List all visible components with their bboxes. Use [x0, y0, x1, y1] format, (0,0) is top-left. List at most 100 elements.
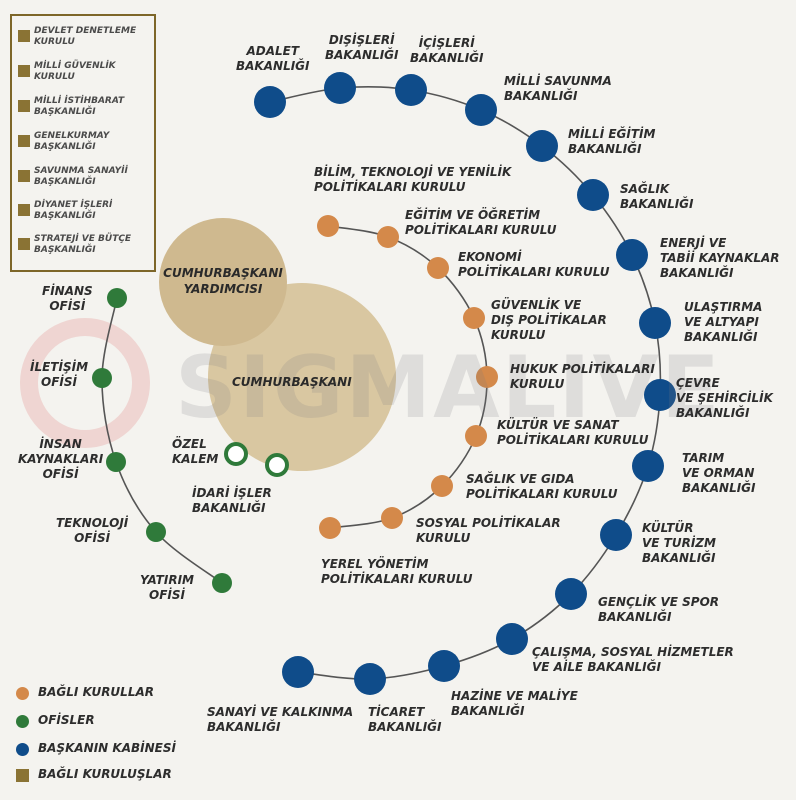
ministry-node: [465, 94, 497, 126]
institution-square: [18, 100, 30, 112]
legend-label: BAĞLI KURULLAR: [38, 685, 154, 699]
office-node: [146, 522, 166, 542]
vice-president-circle: [159, 218, 287, 346]
institution-label: MİLLİ İSTİHBARAT BAŞKANLIĞI: [34, 96, 125, 117]
office-node: [106, 452, 126, 472]
ministry-node: [428, 650, 460, 682]
ministry-label: MİLLİ EĞİTİM BAKANLIĞI: [568, 127, 656, 156]
institution-square: [18, 30, 30, 42]
legend-ministry-dot: [16, 743, 29, 756]
council-node: [463, 307, 485, 329]
council-label: YEREL YÖNETİM POLİTİKALARI KURULU: [321, 557, 473, 586]
ministry-node: [555, 578, 587, 610]
council-node: [427, 257, 449, 279]
council-label: SOSYAL POLİTİKALAR KURULU: [416, 516, 561, 545]
institution-label: SAVUNMA SANAYİİ BAŞKANLIĞI: [34, 166, 128, 187]
office-label: İLETİŞİM OFİSİ: [30, 360, 89, 389]
council-node: [377, 226, 399, 248]
office-label: FİNANS OFİSİ: [42, 284, 93, 313]
institution-label: MİLLİ GÜVENLİK KURULU: [34, 61, 116, 82]
ministries-arc: [269, 85, 662, 680]
ministry-node: [395, 74, 427, 106]
vice-president-label: CUMHURBAŞKANI YARDIMCISI: [163, 266, 283, 296]
office-node: [212, 573, 232, 593]
legend-label: BAĞLI KURULUŞLAR: [38, 767, 172, 781]
ministry-node: [632, 450, 664, 482]
idari-isler-label: İDARİ İŞLER BAKANLIĞI: [192, 486, 272, 515]
ozel-kalem-node: [224, 442, 248, 466]
ministry-label: SAĞLIK BAKANLIĞI: [620, 182, 694, 211]
president-label: CUMHURBAŞKANI: [232, 375, 352, 389]
institutions-box: DEVLET DENETLEME KURULU MİLLİ GÜVENLİK K…: [10, 14, 156, 272]
institution-item: GENELKURMAY BAŞKANLIĞI: [18, 131, 152, 163]
ministry-node: [496, 623, 528, 655]
council-node: [476, 366, 498, 388]
institution-label: DEVLET DENETLEME KURULU: [34, 26, 137, 47]
institution-square: [18, 170, 30, 182]
council-label: EĞİTİM VE ÖĞRETİM POLİTİKALARI KURULU: [405, 208, 557, 237]
ministry-node: [254, 86, 286, 118]
ministry-node: [526, 130, 558, 162]
institution-item: MİLLİ GÜVENLİK KURULU: [18, 61, 152, 93]
ministry-label: SANAYİ VE KALKINMA BAKANLIĞI: [207, 705, 354, 734]
council-label: HUKUK POLİTİKALARI KURULU: [510, 362, 655, 391]
council-label: SAĞLIK VE GIDA POLİTİKALARI KURULU: [466, 472, 618, 501]
ministry-label: İÇİŞLERİ BAKANLIĞI: [410, 36, 484, 65]
council-label: GÜVENLİK VE DIŞ POLİTİKALAR KURULU: [491, 298, 607, 342]
ministry-label: HAZİNE VE MALİYE BAKANLIĞI: [451, 689, 578, 718]
ozel-kalem-label: ÖZEL KALEM: [172, 437, 219, 466]
ministry-label: MİLLİ SAVUNMA BAKANLIĞI: [504, 74, 612, 103]
council-node: [431, 475, 453, 497]
institution-square: [18, 238, 30, 250]
ministry-label: GENÇLİK VE SPOR BAKANLIĞI: [598, 595, 720, 624]
ministry-label: TARIM VE ORMAN BAKANLIĞI: [682, 451, 756, 495]
office-label: İNSAN KAYNAKLARI OFİSİ: [18, 437, 104, 481]
office-node: [92, 368, 112, 388]
institution-label: DİYANET İŞLERİ BAŞKANLIĞI: [34, 200, 113, 221]
council-node: [317, 215, 339, 237]
ministry-label: DIŞİŞLERİ BAKANLIĞI: [325, 33, 399, 62]
watermark: SIGMALIVE: [175, 338, 722, 438]
ministry-node: [600, 519, 632, 551]
institution-label: GENELKURMAY BAŞKANLIĞI: [34, 131, 110, 152]
council-label: EKONOMİ POLİTİKALARI KURULU: [458, 250, 610, 279]
institution-item: MİLLİ İSTİHBARAT BAŞKANLIĞI: [18, 96, 152, 128]
ministry-label: ENERJİ VE TABİİ KAYNAKLAR BAKANLIĞI: [660, 236, 780, 280]
council-node: [319, 517, 341, 539]
idari-isler-node: [265, 453, 289, 477]
institution-square: [18, 65, 30, 77]
ministry-node: [324, 72, 356, 104]
ministry-label: ADALET BAKANLIĞI: [236, 44, 310, 73]
institution-square: [18, 204, 30, 216]
ministry-label: ULAŞTIRMA VE ALTYAPI BAKANLIĞI: [684, 300, 763, 344]
council-label: KÜLTÜR VE SANAT POLİTİKALARI KURULU: [497, 418, 649, 447]
institution-item: STRATEJİ VE BÜTÇE BAŞKANLIĞI: [18, 234, 152, 266]
council-node: [381, 507, 403, 529]
office-label: YATIRIM OFİSİ: [140, 573, 194, 602]
institution-square: [18, 135, 30, 147]
ministry-node: [282, 656, 314, 688]
institution-label: STRATEJİ VE BÜTÇE BAŞKANLIĞI: [34, 234, 132, 255]
institution-item: DİYANET İŞLERİ BAŞKANLIĞI: [18, 200, 152, 232]
ministry-node: [354, 663, 386, 695]
legend-institution-square: [16, 769, 29, 782]
institution-item: DEVLET DENETLEME KURULU: [18, 26, 152, 58]
institution-item: SAVUNMA SANAYİİ BAŞKANLIĞI: [18, 166, 152, 198]
legend-label: BAŞKANIN KABİNESİ: [38, 741, 176, 755]
ministry-label: ÇALIŞMA, SOSYAL HİZMETLER VE AİLE BAKANL…: [532, 645, 734, 674]
office-label: TEKNOLOJİ OFİSİ: [56, 516, 129, 545]
council-node: [465, 425, 487, 447]
legend-council-dot: [16, 687, 29, 700]
ministry-label: TİCARET BAKANLIĞI: [368, 705, 442, 734]
ministry-node: [639, 307, 671, 339]
office-node: [107, 288, 127, 308]
ministry-node: [577, 179, 609, 211]
legend-office-dot: [16, 715, 29, 728]
ministry-label: ÇEVRE VE ŞEHİRCİLİK BAKANLIĞI: [676, 376, 773, 420]
legend-label: OFİSLER: [38, 713, 95, 727]
ministry-label: KÜLTÜR VE TURİZM BAKANLIĞI: [642, 521, 716, 565]
ministry-node: [644, 379, 676, 411]
ministry-node: [616, 239, 648, 271]
council-label: BİLİM, TEKNOLOJİ VE YENİLİK POLİTİKALARI…: [314, 165, 512, 194]
